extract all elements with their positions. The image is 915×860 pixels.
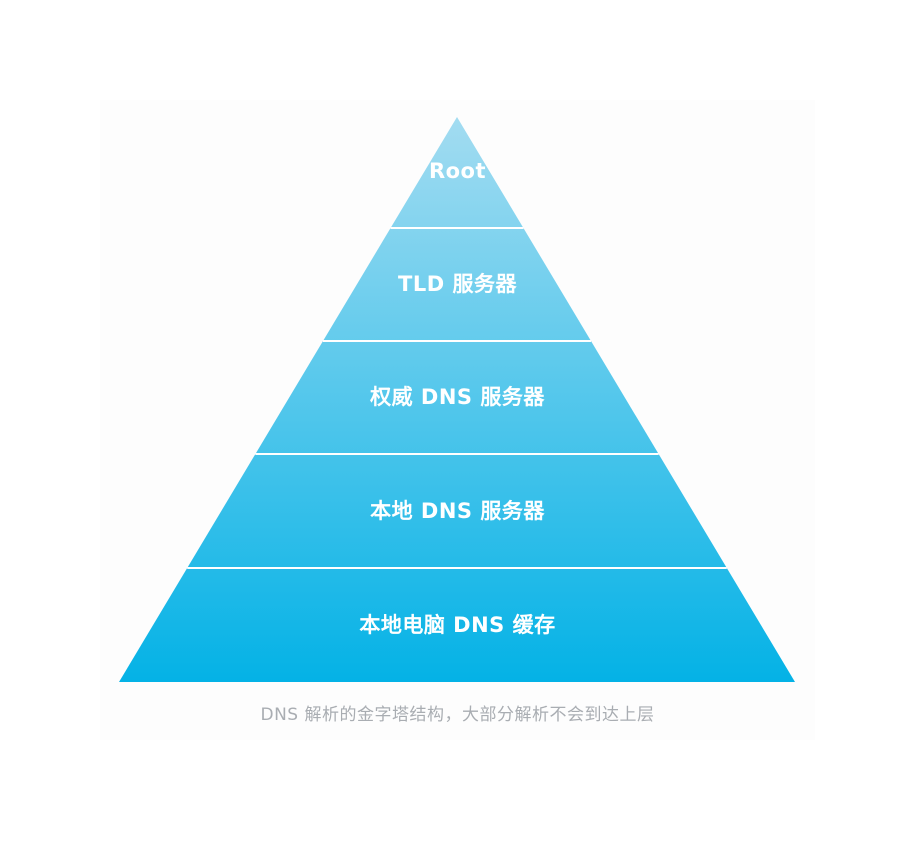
tier-label-local-cache: 本地电脑 DNS 缓存 xyxy=(359,613,556,637)
tier-label-local-dns: 本地 DNS 服务器 xyxy=(370,499,545,523)
tier-label-root: Root xyxy=(428,159,487,183)
tier-label-tld: TLD 服务器 xyxy=(398,272,517,296)
tier-label-authoritative: 权威 DNS 服务器 xyxy=(370,385,545,409)
pyramid-body xyxy=(119,117,795,682)
diagram-caption: DNS 解析的金字塔结构，大部分解析不会到达上层 xyxy=(260,705,655,725)
tier-dividers xyxy=(187,227,727,569)
